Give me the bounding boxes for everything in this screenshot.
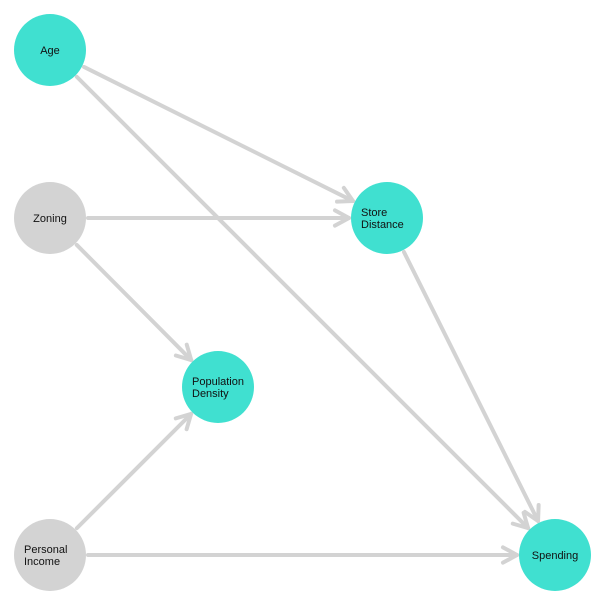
node-circle bbox=[14, 14, 86, 86]
edge-zoning-to-store_distance bbox=[86, 208, 351, 228]
node-label: Income bbox=[24, 556, 60, 568]
edge-personal_income-to-spending bbox=[86, 545, 519, 565]
node-circle bbox=[351, 182, 423, 254]
edge-line bbox=[82, 64, 355, 204]
node-label: Density bbox=[192, 388, 229, 400]
node-label: Distance bbox=[361, 219, 404, 231]
node-circle bbox=[519, 519, 591, 591]
edge-age-to-store_distance bbox=[82, 64, 355, 204]
arrowhead-icon bbox=[500, 545, 519, 565]
edge-line bbox=[74, 74, 531, 531]
arrowhead-icon bbox=[335, 185, 355, 204]
node-age[interactable]: Age bbox=[14, 14, 86, 86]
arrowhead-icon bbox=[510, 510, 531, 531]
node-label: Population bbox=[192, 376, 244, 388]
edge-zoning-to-population_density bbox=[74, 242, 194, 363]
edge-line bbox=[74, 242, 194, 363]
node-spending[interactable]: Spending bbox=[519, 519, 591, 591]
node-label: Store bbox=[361, 207, 387, 219]
node-label: Spending bbox=[532, 550, 579, 562]
node-circle bbox=[14, 182, 86, 254]
edges-layer bbox=[74, 64, 541, 565]
node-circle bbox=[14, 519, 86, 591]
arrowhead-icon bbox=[522, 503, 541, 523]
node-label: Age bbox=[40, 45, 60, 57]
arrowhead-icon bbox=[173, 411, 194, 432]
arrowhead-icon bbox=[173, 342, 194, 363]
edge-line bbox=[401, 250, 541, 523]
node-zoning[interactable]: Zoning bbox=[14, 182, 86, 254]
arrowhead-icon bbox=[332, 208, 351, 228]
edge-age-to-spending bbox=[74, 74, 531, 531]
node-circle bbox=[182, 351, 254, 423]
edge-store_distance-to-spending bbox=[401, 250, 541, 523]
edge-line bbox=[74, 411, 194, 531]
node-label: Zoning bbox=[33, 213, 67, 225]
node-label: Personal bbox=[24, 544, 67, 556]
edge-personal_income-to-population_density bbox=[74, 411, 194, 531]
